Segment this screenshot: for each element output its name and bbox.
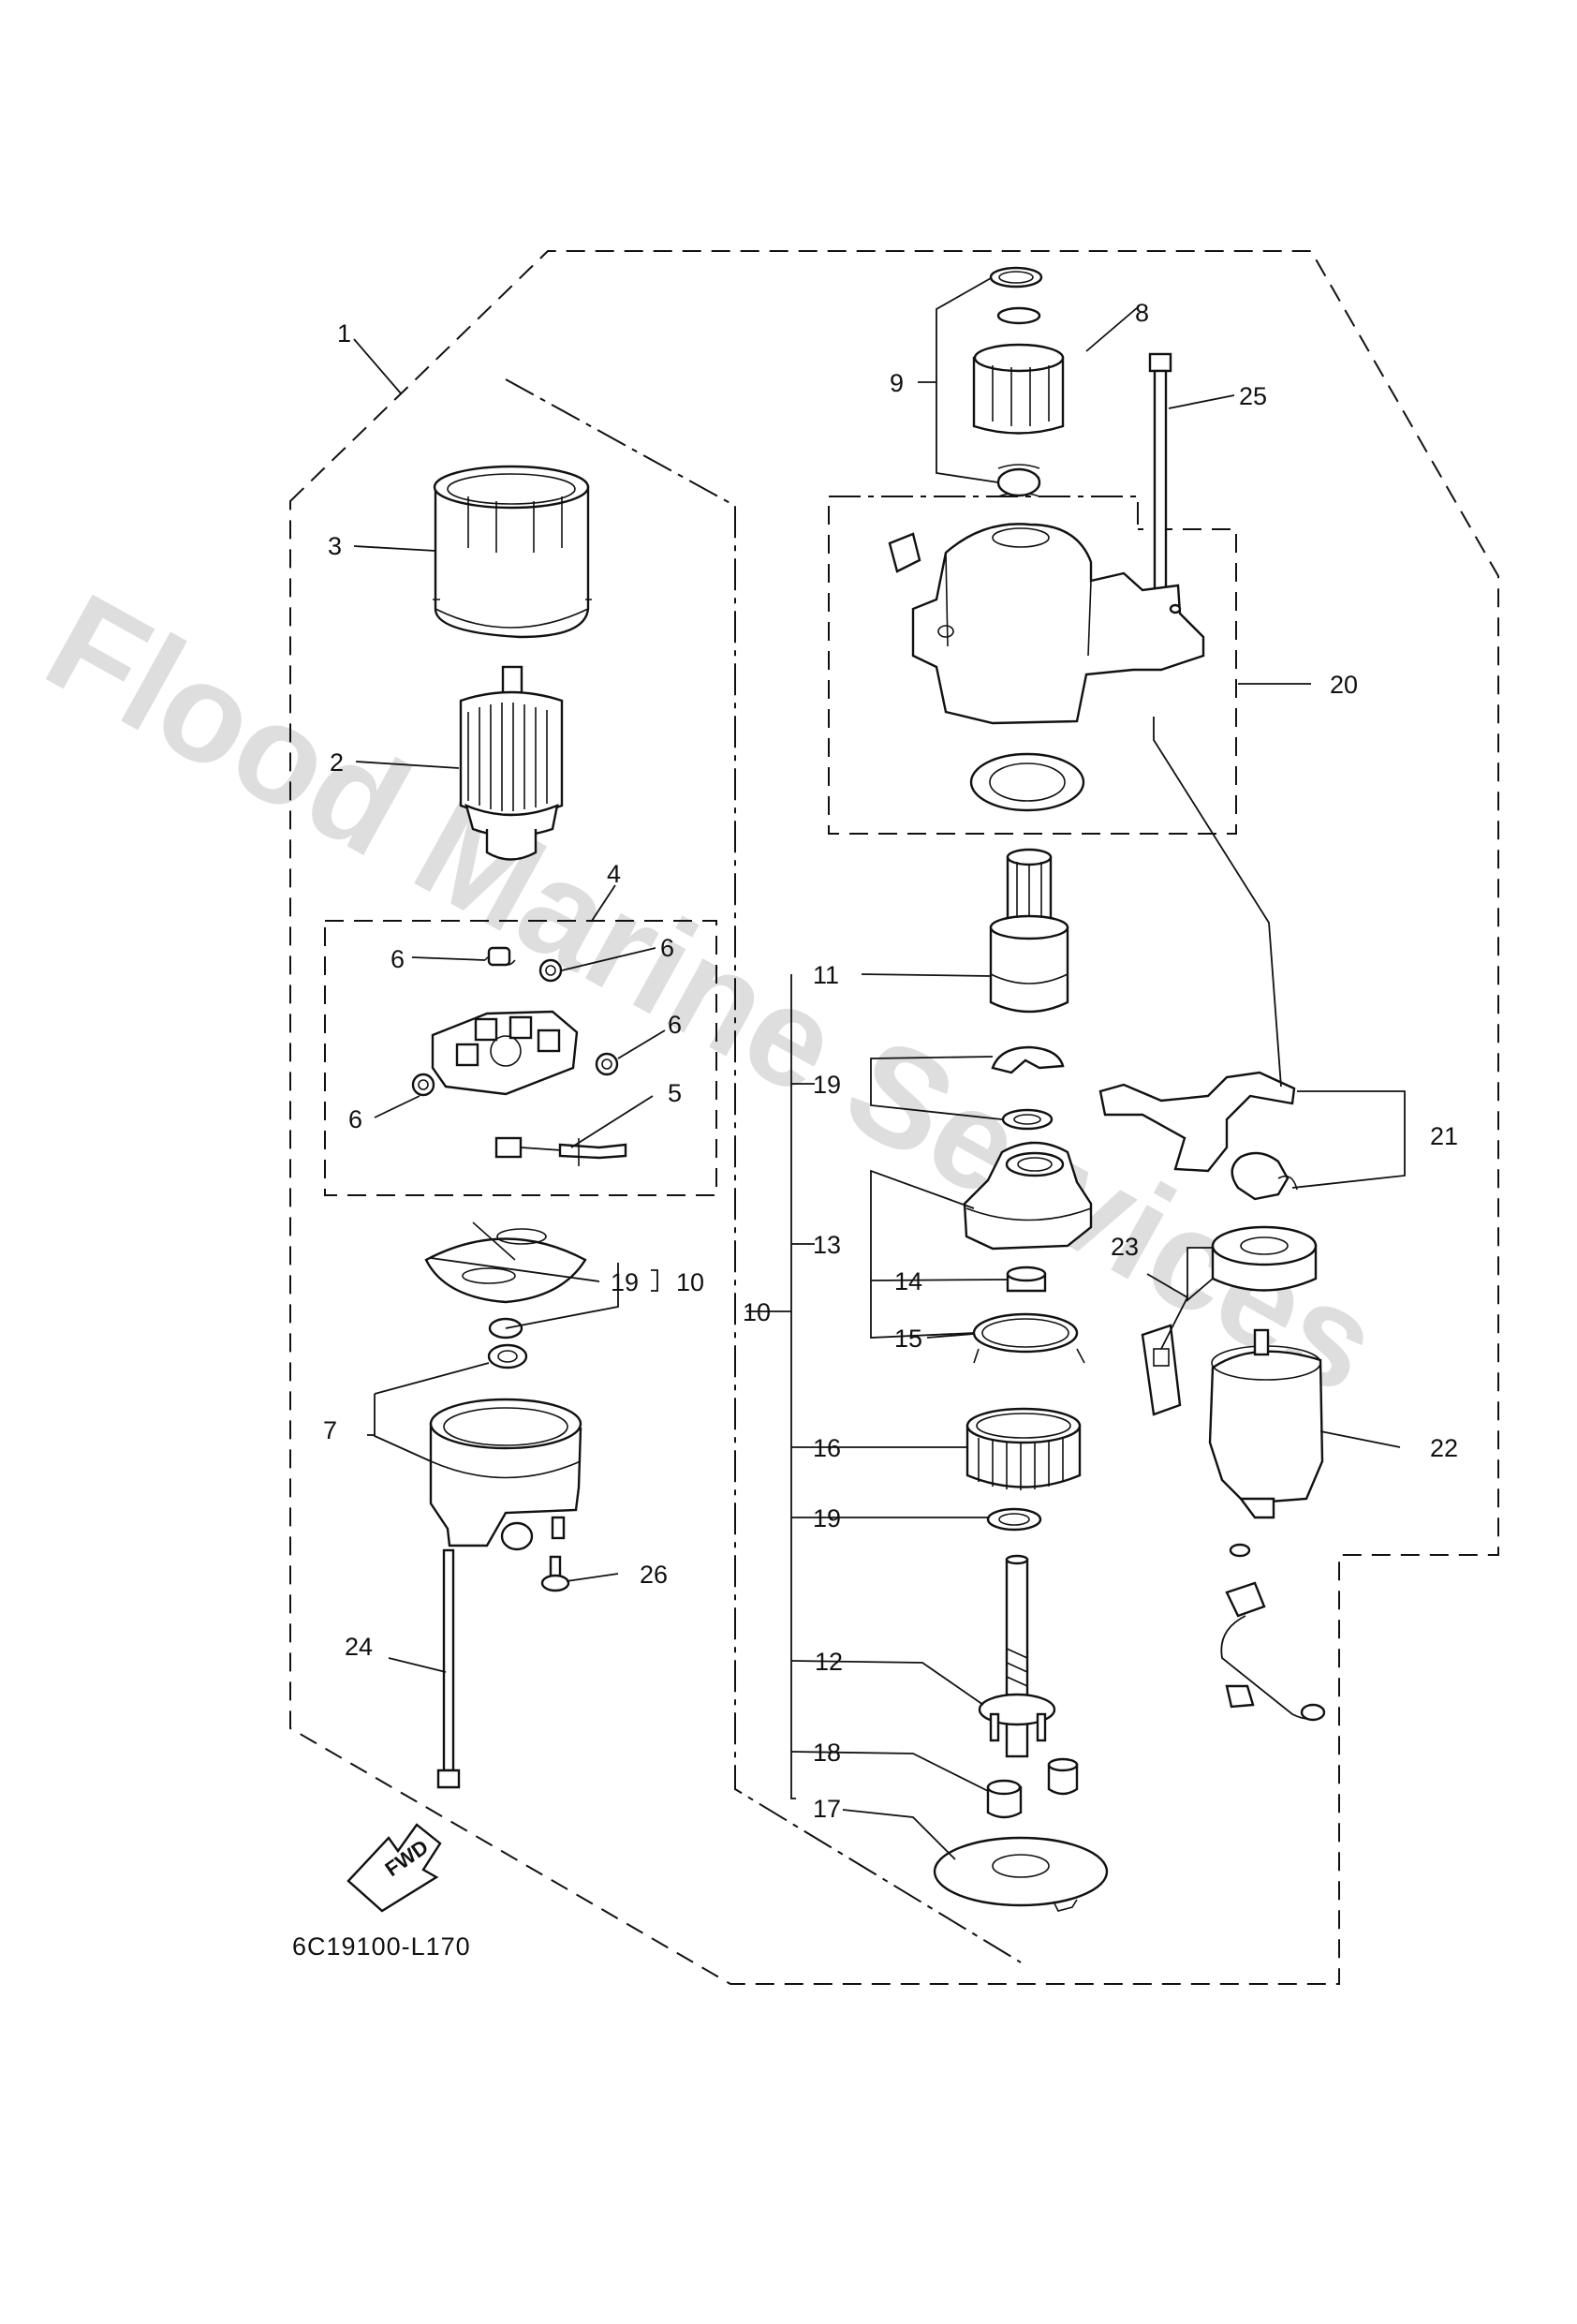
- lever-part-21: [1098, 1071, 1298, 1201]
- drive-part-11: [989, 848, 1069, 1014]
- assembly-boundary-1: [289, 250, 1499, 1985]
- callout-11: 11: [813, 961, 839, 989]
- callout-18: 18: [813, 1739, 841, 1767]
- planet-gears-part-18: [986, 1757, 1079, 1819]
- callout-10-left: 10: [676, 1268, 704, 1296]
- brush-springs-part-6: [411, 946, 619, 1097]
- callout-16: 16: [813, 1434, 841, 1462]
- ring-gear-part-16: [965, 1407, 1082, 1490]
- callout-1: 1: [337, 319, 351, 348]
- clip-part-19-upper: [991, 1045, 1065, 1131]
- callout-13: 13: [813, 1231, 841, 1259]
- washer-part-19-lower: [986, 1507, 1042, 1532]
- callout-4: 4: [607, 860, 621, 888]
- yoke-part-3: [433, 465, 592, 639]
- armature-group-frame: [505, 378, 1022, 1963]
- callout-19-left: 19: [611, 1268, 639, 1296]
- callout-22: 22: [1430, 1434, 1458, 1462]
- callout-17: 17: [813, 1795, 841, 1823]
- callout-15: 15: [894, 1325, 922, 1353]
- callout-6d: 6: [348, 1105, 362, 1133]
- bushing-part-14: [1006, 1266, 1047, 1293]
- ring-part-15: [972, 1312, 1085, 1364]
- callout-10-right: 10: [743, 1298, 771, 1326]
- diagram-code: 6C19100-L170: [292, 1932, 471, 1961]
- shaft-part-12: [978, 1554, 1056, 1758]
- solenoid-cap-part-23: [1141, 1225, 1318, 1416]
- callout-6b: 6: [660, 934, 674, 962]
- callout-8: 8: [1135, 299, 1149, 327]
- plate-part-19-left: [424, 1221, 587, 1304]
- bracket-19-10: [651, 1269, 658, 1292]
- armature-part-2: [459, 665, 564, 861]
- bolt-part-25: [1148, 352, 1172, 598]
- pinion-kit-part-9: [989, 266, 1043, 497]
- screw-part-26: [540, 1555, 570, 1592]
- callout-20: 20: [1330, 671, 1358, 699]
- plate-part-17: [933, 1836, 1109, 1912]
- pinion-part-8: [972, 343, 1065, 435]
- fwd-arrow-icon: FWD: [346, 1823, 442, 1913]
- callout-14: 14: [894, 1267, 922, 1295]
- gear-group-frame: [829, 496, 1139, 525]
- callout-2: 2: [330, 748, 344, 777]
- callout-23: 23: [1111, 1233, 1139, 1261]
- callout-25: 25: [1239, 382, 1267, 410]
- callout-24: 24: [345, 1633, 373, 1661]
- rear-cover-part-7: [429, 1398, 582, 1551]
- callout-6a: 6: [391, 945, 405, 973]
- callout-7: 7: [323, 1416, 337, 1444]
- housing-part-20: [888, 523, 1205, 812]
- brush-holder-box: [324, 920, 717, 1196]
- gear-carrier-part-13: [963, 1141, 1093, 1251]
- callout-3: 3: [328, 532, 342, 560]
- watermark: Flood Marine Services: [22, 563, 1403, 1424]
- callout-9: 9: [890, 369, 904, 397]
- callout-26: 26: [640, 1561, 668, 1589]
- brush-lead-part-5: [494, 1136, 627, 1166]
- callout-19-upper: 19: [813, 1071, 841, 1099]
- callout-6c: 6: [668, 1011, 682, 1039]
- brush-holder-part-4: [431, 1010, 579, 1096]
- callout-12: 12: [815, 1648, 843, 1676]
- leader-lines: [353, 277, 1406, 1860]
- callout-5: 5: [668, 1079, 682, 1107]
- callout-19-lower: 19: [813, 1504, 841, 1532]
- housing-box: [828, 506, 1237, 835]
- solenoid-part-22: [1208, 1328, 1326, 1722]
- callout-21: 21: [1430, 1122, 1458, 1150]
- through-bolt-part-24: [436, 1548, 461, 1789]
- washers-part-7: [487, 1317, 528, 1369]
